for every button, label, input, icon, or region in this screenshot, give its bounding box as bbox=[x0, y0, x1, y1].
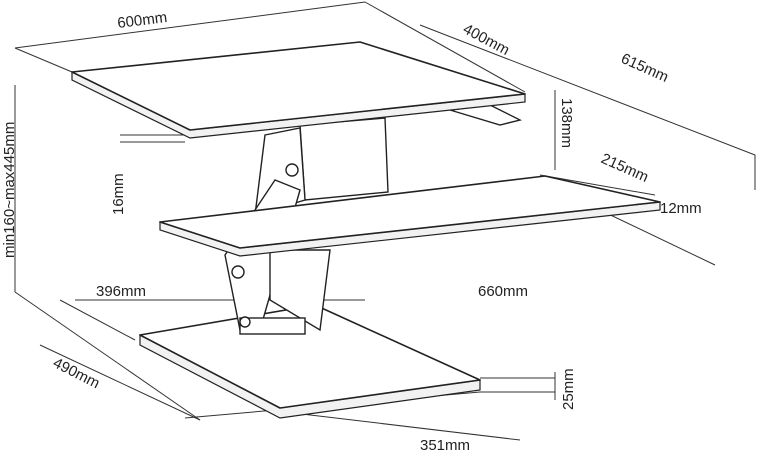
dim-400-line bbox=[364, 1, 526, 93]
label-base-depth: 490mm bbox=[50, 354, 102, 392]
top-desk-plate bbox=[71, 41, 526, 139]
label-tray-depth: 215mm bbox=[598, 150, 651, 186]
label-top-depth: 400mm bbox=[460, 21, 512, 59]
label-base-offset: 396mm bbox=[96, 283, 146, 300]
dim-351-line bbox=[284, 411, 521, 441]
label-base-width: 351mm bbox=[420, 437, 470, 454]
label-tray-thickness: 12mm bbox=[660, 200, 702, 217]
dim-660-ext bbox=[599, 209, 716, 266]
label-overall-depth: 615mm bbox=[618, 50, 671, 86]
label-height-range: min160~max445mm bbox=[1, 122, 18, 258]
label-tray-width: 660mm bbox=[478, 283, 528, 300]
dim-600-line bbox=[14, 1, 366, 49]
keyboard-tray bbox=[159, 175, 661, 257]
label-top-width: 600mm bbox=[116, 9, 168, 32]
dim-215-line bbox=[539, 174, 656, 196]
dim-490-line bbox=[14, 291, 201, 421]
label-top-thickness: 16mm bbox=[110, 173, 127, 215]
label-base-height: 25mm bbox=[560, 368, 577, 410]
label-top-to-tray: 138mm bbox=[558, 98, 575, 148]
dim-615-line bbox=[419, 24, 756, 190]
